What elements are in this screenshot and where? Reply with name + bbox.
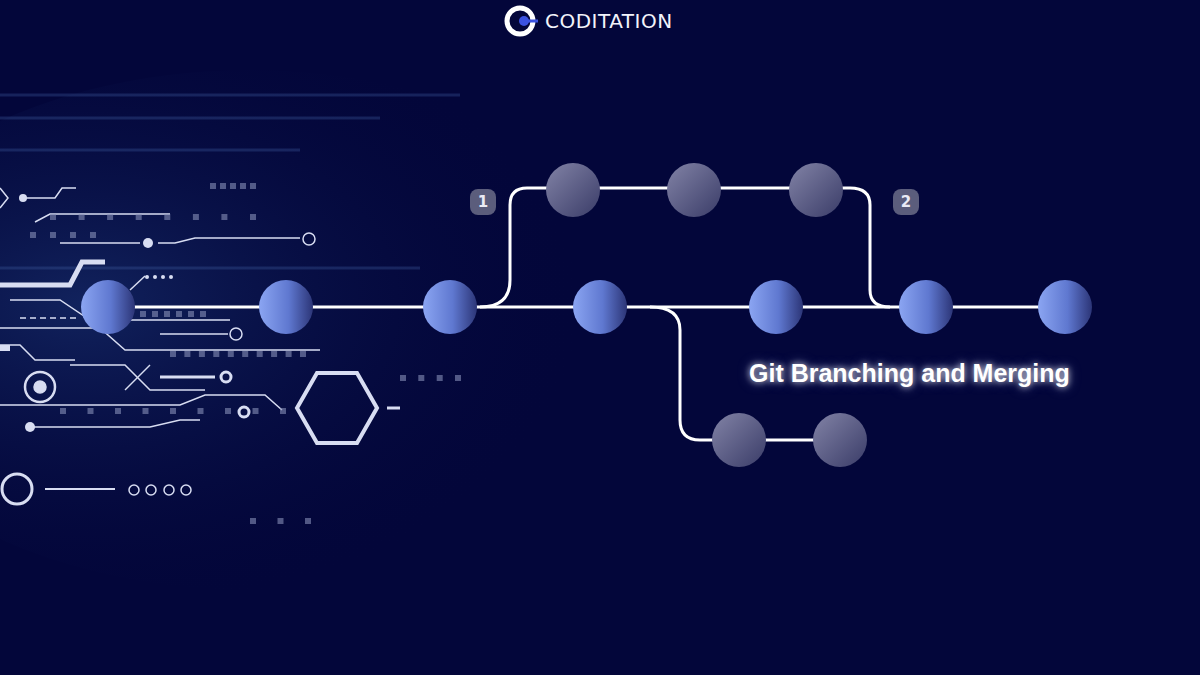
callout-badge: 2 xyxy=(893,189,919,215)
logo-icon xyxy=(507,8,538,34)
diagram-title: Git Branching and Merging xyxy=(749,359,1070,388)
logo-text: CODITATION xyxy=(545,9,673,33)
callout-number: 2 xyxy=(901,193,911,211)
callout-badge: 1 xyxy=(470,189,496,215)
callout-number: 1 xyxy=(478,193,488,211)
